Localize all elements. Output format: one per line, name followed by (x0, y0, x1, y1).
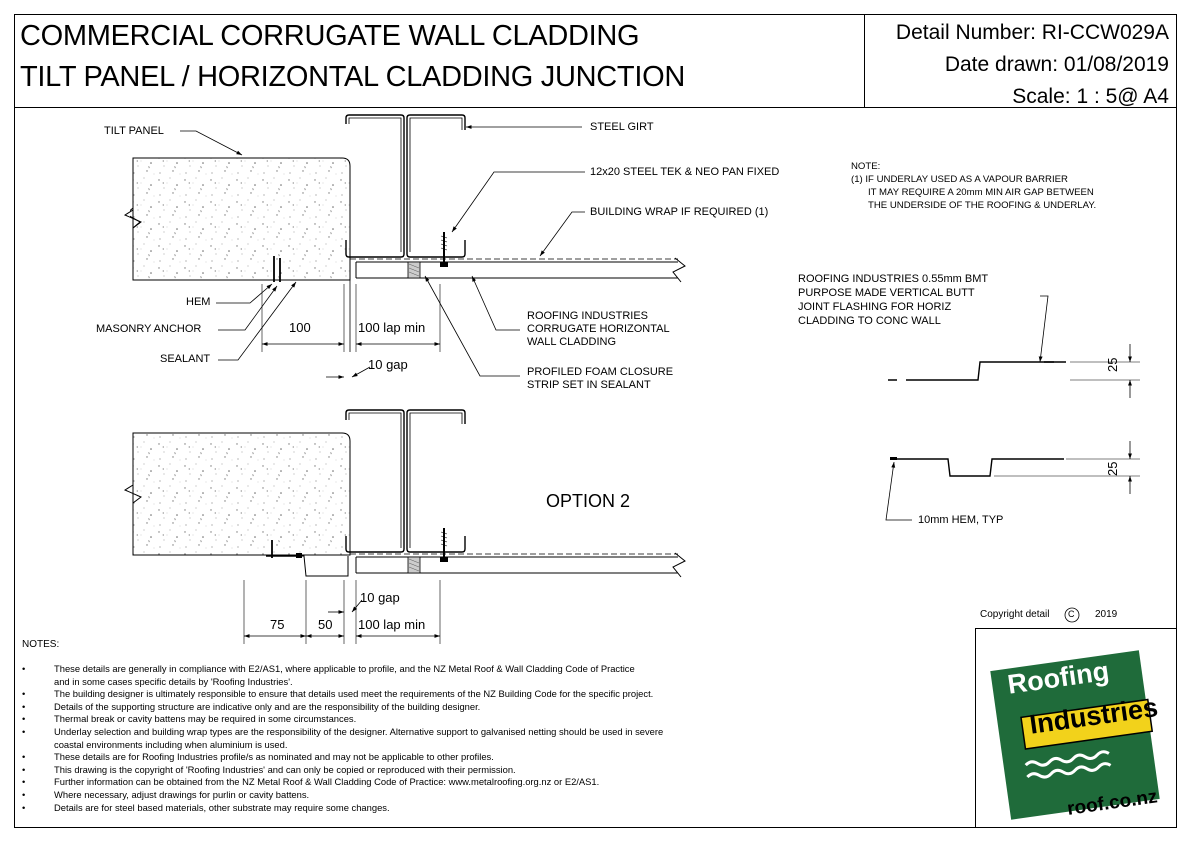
drawing-scale: Scale: 1 : 5@ A4 (1012, 85, 1169, 108)
dim-flashing-25-a: 25 (1105, 357, 1120, 372)
copyright-symbol: C (1068, 609, 1075, 619)
note-bullet: • (22, 801, 26, 813)
note-bullet: • (22, 663, 26, 674)
label-cladding-3: WALL CLADDING (527, 336, 617, 348)
dim-100: 100 (289, 320, 311, 335)
label-sealant: SEALANT (160, 353, 211, 365)
note-heading: NOTE: (851, 161, 881, 172)
note-bullet: • (22, 725, 26, 737)
note-item: • This drawing is the copyright of 'Roofi… (22, 764, 822, 777)
label-hem: HEM (186, 296, 211, 308)
title-line-1: COMMERCIAL CORRUGATE WALL CLADDING (20, 20, 640, 52)
notes-heading: NOTES: (22, 639, 60, 650)
dim-gap-2: 10 gap (360, 590, 400, 605)
note-text: coastal environments including when alum… (54, 738, 288, 750)
note-line-1: (1) IF UNDERLAY USED AS A VAPOUR BARRIER (851, 174, 1068, 185)
label-tek-screw: 12x20 STEEL TEK & NEO PAN FIXED (590, 166, 780, 178)
note-bullet: • (22, 788, 26, 800)
label-10mm-hem: 10mm HEM, TYP (918, 514, 1004, 526)
note-item: • Where necessary, adjust drawings for pu… (22, 789, 822, 802)
note-item: • Details are for steel based materials, … (22, 802, 822, 815)
note-item: coastal environments including when alum… (22, 739, 822, 752)
note-bullet: • (22, 776, 26, 788)
label-flashing-4: CLADDING TO CONC WALL (798, 315, 941, 327)
note-text: Details are for steel based materials, o… (54, 801, 390, 813)
note-bullet: • (22, 700, 26, 712)
label-flashing-1: ROOFING INDUSTRIES 0.55mm BMT (798, 273, 989, 285)
note-text: Thermal break or cavity battens may be r… (54, 713, 357, 725)
note-item: • Underlay selection and building wrap ty… (22, 726, 822, 739)
note-item: and in some cases specific details by 'R… (22, 676, 822, 689)
note-text: and in some cases specific details by 'R… (54, 675, 293, 687)
label-tilt-panel: TILT PANEL (104, 125, 164, 137)
dim-75: 75 (270, 617, 285, 632)
label-cladding-2: CORRUGATE HORIZONTAL (527, 323, 670, 335)
title-line-2: TILT PANEL / HORIZONTAL CLADDING JUNCTIO… (20, 61, 685, 93)
note-bullet: • (22, 763, 26, 775)
note-item: • The building designer is ultimately res… (22, 688, 822, 701)
note-text: These details are generally in complianc… (54, 663, 635, 674)
note-item: • These details are generally in complian… (22, 663, 822, 676)
note-text: The building designer is ultimately resp… (54, 688, 654, 700)
note-text: This drawing is the copyright of 'Roofin… (54, 763, 516, 775)
detail-number: Detail Number: RI-CCW029A (895, 21, 1169, 44)
dim-50: 50 (318, 617, 333, 632)
flashing-profiles (885, 295, 1140, 521)
dim-gap-1: 10 gap (368, 357, 408, 372)
note-bullet: • (22, 713, 26, 725)
note-bullet: • (22, 751, 26, 763)
note-item: • Details of the supporting structure are… (22, 701, 822, 714)
note-item: • Thermal break or cavity battens may be … (22, 713, 822, 726)
label-flashing-2: PURPOSE MADE VERTICAL BUTT (798, 287, 975, 299)
note-text: Underlay selection and building wrap typ… (54, 725, 664, 737)
note-text: Where necessary, adjust drawings for pur… (54, 788, 310, 800)
note-line-3: THE UNDERSIDE OF THE ROOFING & UNDERLAY. (868, 200, 1097, 211)
label-flashing-3: JOINT FLASHING FOR HORIZ (798, 301, 952, 313)
roofing-industries-logo-graphic (990, 650, 1160, 820)
dim-lap-1: 100 lap min (358, 320, 426, 335)
label-cladding-1: ROOFING INDUSTRIES (527, 310, 649, 322)
label-foam-1: PROFILED FOAM CLOSURE (527, 366, 674, 378)
label-masonry-anchor: MASONRY ANCHOR (96, 323, 202, 335)
top-detail (120, 114, 686, 379)
copyright-text: Copyright detail (980, 609, 1050, 620)
note-item: • Further information can be obtained fro… (22, 776, 822, 789)
dim-lap-2: 100 lap min (358, 617, 426, 632)
note-text: Details of the supporting structure are … (54, 700, 481, 712)
date-drawn: Date drawn: 01/08/2019 (944, 53, 1169, 76)
label-building-wrap: BUILDING WRAP IF REQUIRED (1) (590, 206, 769, 218)
note-text: These details are for Roofing Industries… (54, 751, 494, 763)
label-option-2: OPTION 2 (546, 491, 631, 511)
copyright-year: 2019 (1095, 609, 1118, 620)
note-item: • These details are for Roofing Industrie… (22, 751, 822, 764)
label-steel-girt: STEEL GIRT (590, 121, 654, 133)
option2-detail (120, 409, 686, 644)
label-foam-2: STRIP SET IN SEALANT (527, 379, 651, 391)
notes-list: • These details are generally in complian… (22, 663, 822, 814)
dim-flashing-25-b: 25 (1105, 461, 1120, 476)
note-bullet: • (22, 688, 26, 700)
note-text: Further information can be obtained from… (54, 776, 600, 788)
note-line-2: IT MAY REQUIRE A 20mm MIN AIR GAP BETWEE… (868, 187, 1094, 198)
